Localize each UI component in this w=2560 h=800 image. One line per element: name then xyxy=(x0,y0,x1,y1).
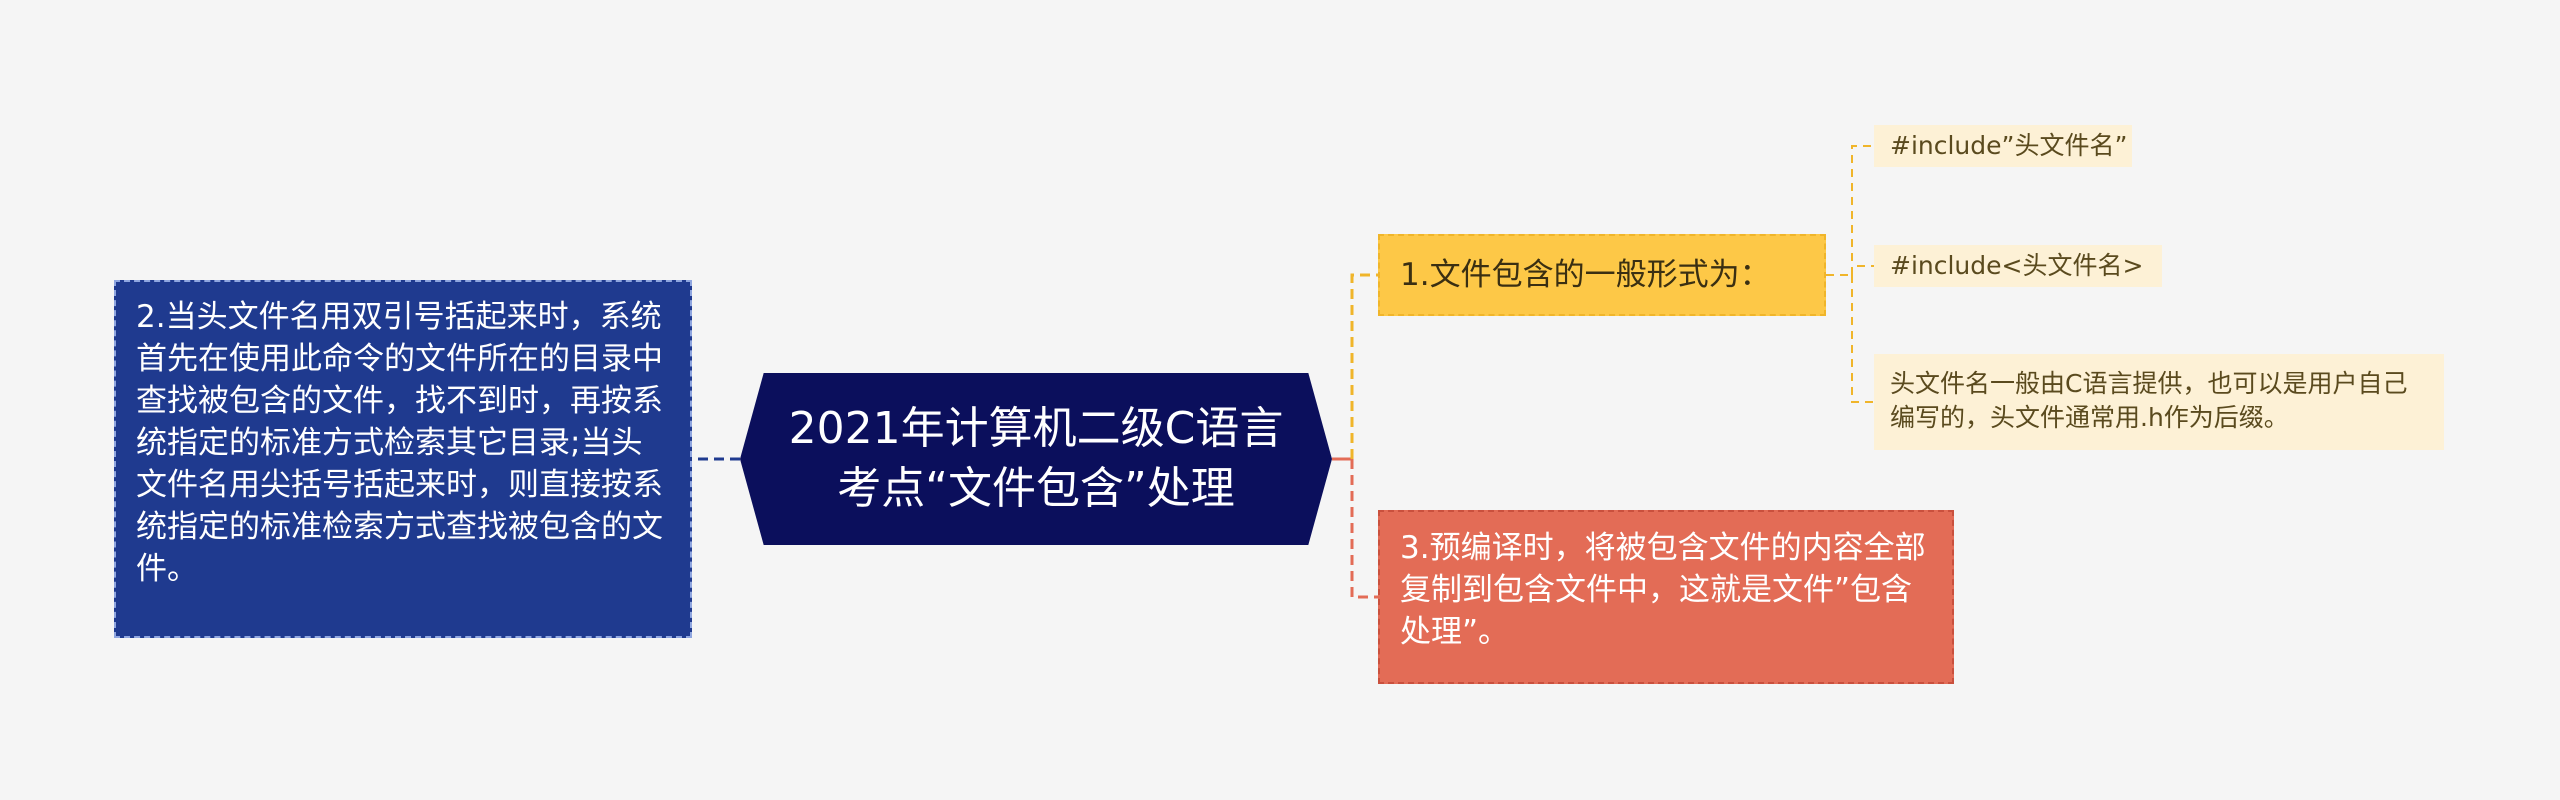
topic-left-label: 2.当头文件名用双引号括起来时，系统首先在使用此命令的文件所在的目录中查找被包含… xyxy=(136,299,663,587)
connector-to-branch1 xyxy=(1350,273,1378,459)
leaf-header-file-note-label: 头文件名一般由C语言提供，也可以是用户自己编写的，头文件通常用.h作为后缀。 xyxy=(1890,369,2408,432)
leaf-include-quotes-label: #include”头文件名” xyxy=(1890,131,2128,160)
leaf-include-quotes[interactable]: #include”头文件名” xyxy=(1874,125,2132,167)
topic-include-form[interactable]: 1.文件包含的一般形式为： xyxy=(1378,234,1826,316)
topic-preprocess-label: 3.预编译时，将被包含文件的内容全部复制到包含文件中，这就是文件”包含处理”。 xyxy=(1400,530,1926,650)
connector-to-leaf3 xyxy=(1851,275,1874,403)
topic-left-include-search[interactable]: 2.当头文件名用双引号括起来时，系统首先在使用此命令的文件所在的目录中查找被包含… xyxy=(114,280,692,638)
connector-to-leaf1 xyxy=(1851,145,1874,275)
leaf-include-brackets-label: #include<头文件名> xyxy=(1890,251,2144,280)
connector-to-leaf2 xyxy=(1851,265,1874,275)
central-topic-label: 2021年计算机二级C语言考点“文件包含”处理 xyxy=(788,403,1284,514)
central-topic[interactable]: 2021年计算机二级C语言考点“文件包含”处理 xyxy=(740,373,1332,545)
connector-to-branch3 xyxy=(1350,459,1378,599)
topic-include-form-label: 1.文件包含的一般形式为： xyxy=(1400,257,1771,293)
leaf-header-file-note[interactable]: 头文件名一般由C语言提供，也可以是用户自己编写的，头文件通常用.h作为后缀。 xyxy=(1874,354,2444,450)
topic-preprocess[interactable]: 3.预编译时，将被包含文件的内容全部复制到包含文件中，这就是文件”包含处理”。 xyxy=(1378,510,1954,684)
leaf-include-brackets[interactable]: #include<头文件名> xyxy=(1874,245,2162,287)
